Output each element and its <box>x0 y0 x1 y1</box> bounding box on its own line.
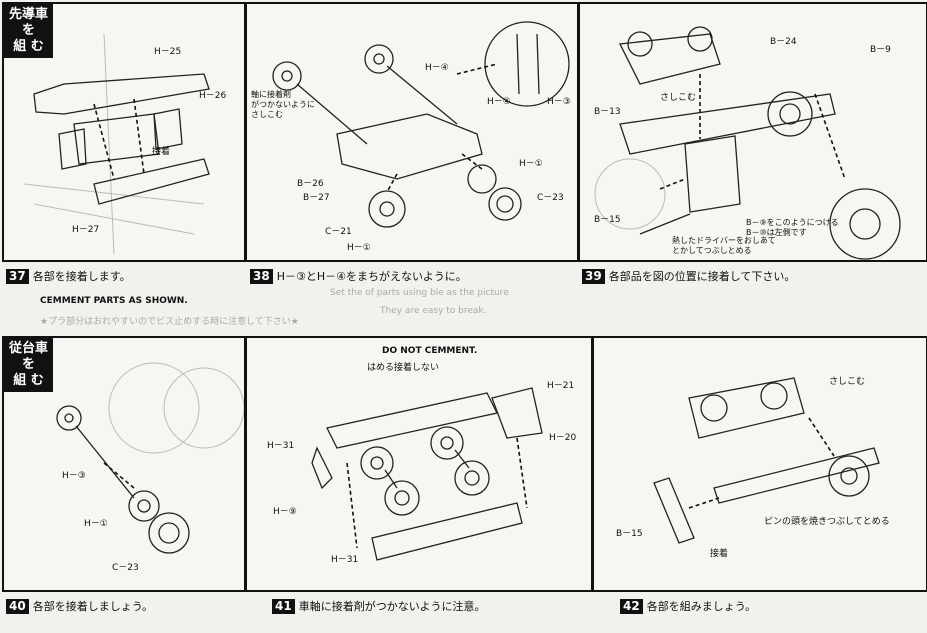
part-label: H－① <box>347 243 371 253</box>
part-label: H－20 <box>549 433 577 443</box>
english-instruction: CEMMENT PARTS AS SHOWN. <box>40 296 188 306</box>
step-41-diagram <box>311 387 543 561</box>
part-label: 軸に接着剤 がつかないように さしこむ <box>251 90 315 119</box>
part-label: H－31 <box>331 555 359 565</box>
part-label: B－26 <box>297 179 324 189</box>
part-label: B－9 <box>870 45 891 55</box>
step-39-panel: B－24 B－9 B－13 さしこむ B－15 B－⑨をこのようにつける B－⑩… <box>578 2 927 262</box>
part-label: さしこむ <box>660 93 697 103</box>
do-not-cement-heading: DO NOT CEMMENT. <box>382 346 478 356</box>
part-label: H－26 <box>199 91 227 101</box>
bleed-through-text: ★プラ部分はおれやすいのでビス止めする時に注意して下さい★ <box>40 317 299 327</box>
part-label: H－④ <box>487 97 511 107</box>
step-41-panel: DO NOT CEMMENT. はめる接着しない H－21 H－20 H－31 … <box>245 336 593 592</box>
part-label: B－⑨をこのようにつける B－⑩は左側です <box>746 218 839 237</box>
part-label: 熱したドライバーをおしあて とかしてつぶしとめる <box>672 236 776 255</box>
part-label: H－⑨ <box>273 507 297 517</box>
part-label: 接着 <box>710 549 729 559</box>
part-label: H－31 <box>267 441 295 451</box>
part-label: B－27 <box>303 193 330 203</box>
step-40-panel: 従台車 を 組 む H－③ H－① C－23 <box>2 336 246 592</box>
part-label: C－21 <box>325 227 352 237</box>
part-label: B－15 <box>616 529 643 539</box>
part-label: H－21 <box>547 381 575 391</box>
part-label: C－23 <box>537 193 564 203</box>
step-38-panel: H－④ 軸に接着剤 がつかないように さしこむ H－④ H－③ H－① B－26… <box>245 2 579 262</box>
part-label: ピンの頭を焼きつぶしてとめる <box>764 517 890 527</box>
part-label: B－24 <box>770 37 797 47</box>
step-37-panel: 先導車 を 組 む H－25 H－26 接着 H－27 <box>2 2 246 262</box>
do-not-cement-note: はめる接着しない <box>367 363 440 373</box>
part-label: H－③ <box>62 471 86 481</box>
part-label: B－15 <box>594 215 621 225</box>
step-38-diagram <box>272 21 570 228</box>
part-label: H－25 <box>154 47 182 57</box>
step-40-diagram <box>56 362 244 554</box>
part-label: H－① <box>84 519 108 529</box>
bleed-through-text: They are easy to break. <box>380 306 487 316</box>
part-label: さしこむ <box>829 377 866 387</box>
step-39-diagram <box>594 26 901 260</box>
part-label: H－① <box>519 159 543 169</box>
step-tag-trailing-truck: 従台車 を 組 む <box>4 338 54 392</box>
step-42-diagram <box>653 377 880 544</box>
step-42-panel: さしこむ B－15 ピンの頭を焼きつぶしてとめる 接着 <box>592 336 927 592</box>
part-label: H－27 <box>72 225 100 235</box>
part-label: H－④ <box>425 63 449 73</box>
step-37-diagram <box>23 33 210 255</box>
part-label: C－23 <box>112 563 139 573</box>
bleed-through-text: Set the of parts using ble as the pictur… <box>330 288 509 298</box>
part-label: H－③ <box>547 97 571 107</box>
step-tag-leading-truck: 先導車 を 組 む <box>4 4 54 58</box>
part-label: 接着 <box>152 147 171 157</box>
part-label: B－13 <box>594 107 621 117</box>
